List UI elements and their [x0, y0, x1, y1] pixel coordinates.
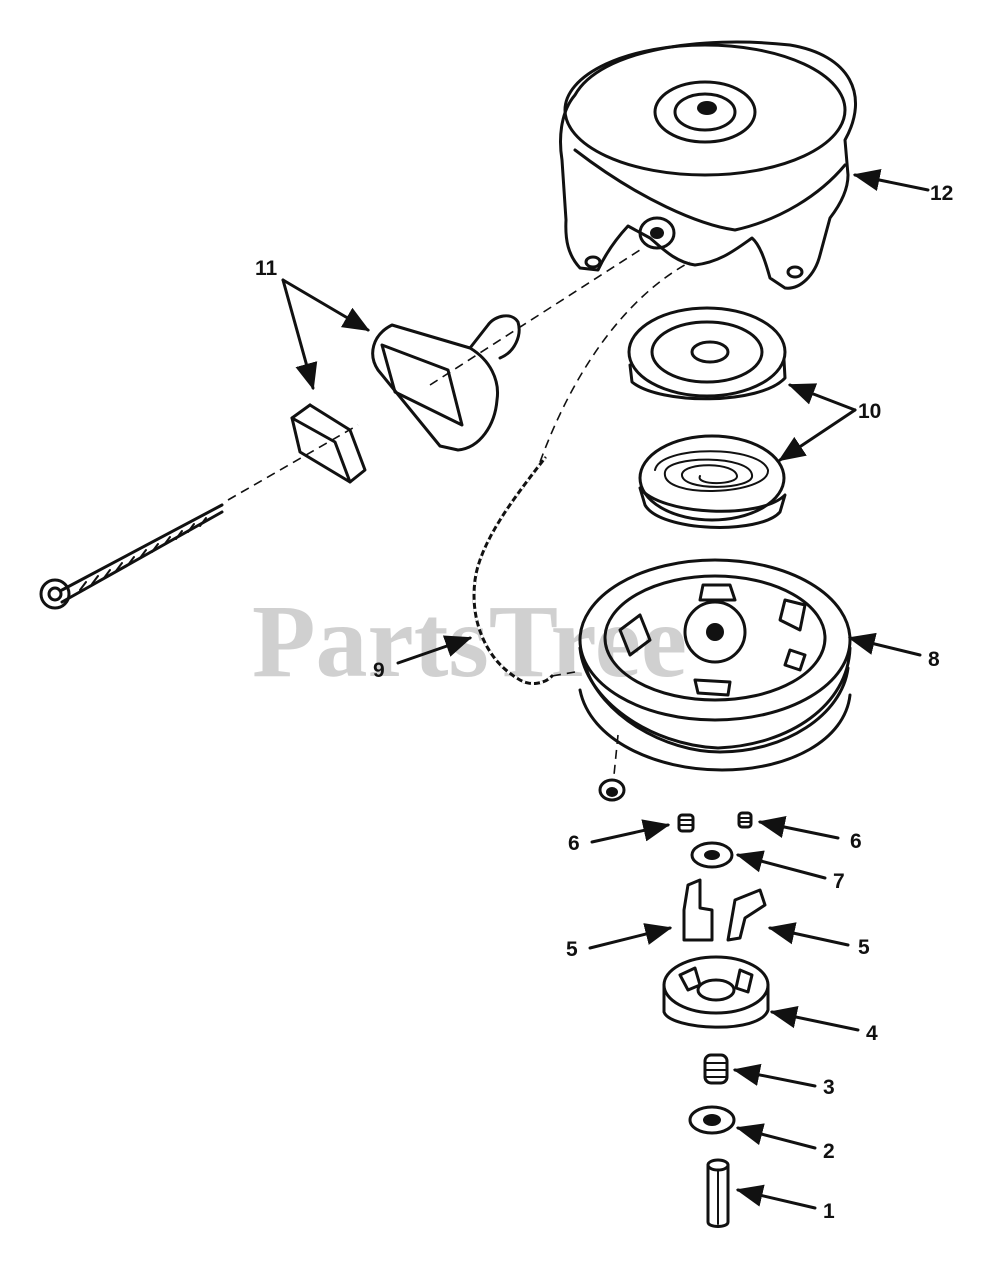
callout-5-left: 5 — [566, 938, 578, 961]
part-7-washer — [690, 841, 734, 869]
part-10-rewind-spring-assembly — [627, 306, 787, 529]
callout-7: 7 — [833, 870, 845, 893]
watermark-text: PartsTree — [252, 584, 687, 699]
callout-10: 10 — [858, 400, 881, 423]
callout-labels: 12 11 10 9 8 6 6 7 5 5 4 3 2 1 — [255, 182, 953, 1223]
part-4-cam-housing — [662, 955, 770, 1029]
part-2-washer — [688, 1105, 736, 1135]
retainer-nut — [598, 778, 626, 802]
part-11-starter-handle — [290, 314, 521, 484]
callout-leaders — [281, 168, 930, 1210]
callout-6-right: 6 — [850, 830, 862, 853]
part-9-starter-rope — [472, 456, 554, 685]
part-3-spring — [703, 1053, 729, 1085]
callout-2: 2 — [823, 1140, 835, 1163]
callout-12: 12 — [930, 182, 953, 205]
callout-6-left: 6 — [568, 832, 580, 855]
assembly-guide-lines — [227, 249, 691, 776]
part-5-pawls — [682, 878, 767, 942]
callout-11: 11 — [255, 257, 278, 280]
handle-screw — [39, 503, 224, 610]
callout-8: 8 — [928, 648, 940, 671]
callout-9: 9 — [373, 659, 385, 682]
part-8-pulley — [578, 558, 852, 772]
callout-5-right: 5 — [858, 936, 870, 959]
part-6-small-springs — [677, 811, 753, 833]
part-1-pin — [706, 1158, 730, 1228]
callout-1: 1 — [823, 1200, 835, 1223]
callout-4: 4 — [866, 1022, 878, 1045]
part-12-starter-housing — [559, 40, 857, 290]
callout-3: 3 — [823, 1076, 835, 1099]
